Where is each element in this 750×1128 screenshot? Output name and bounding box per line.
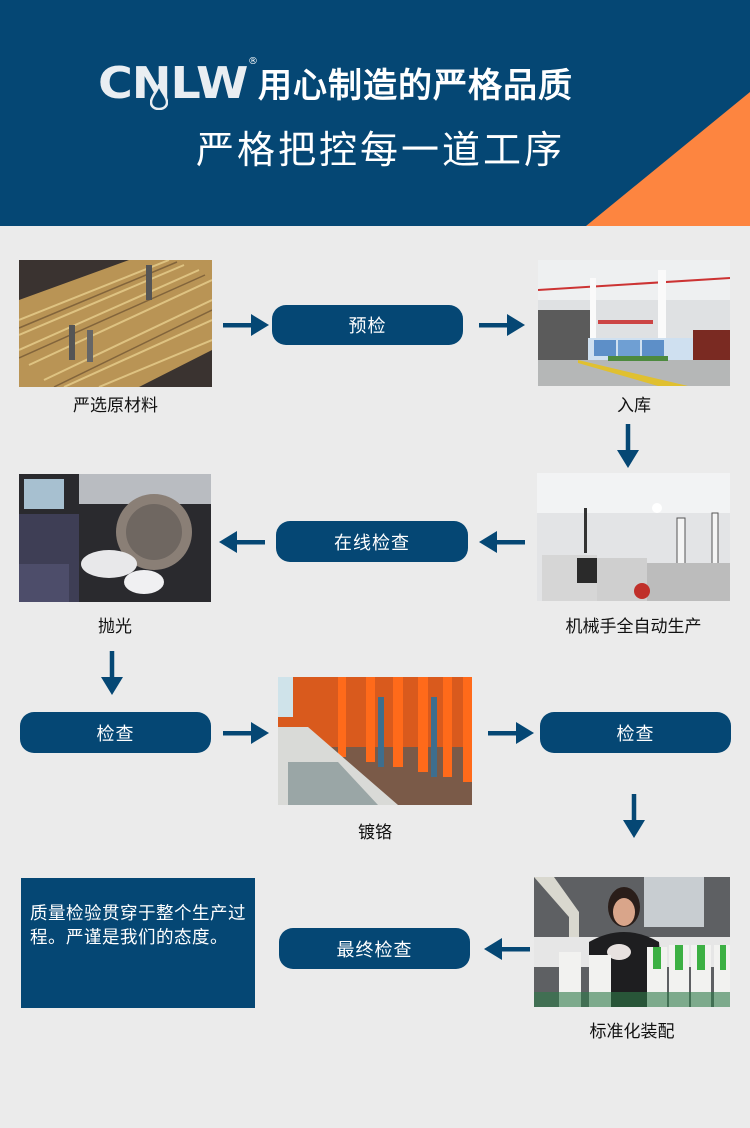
arrow-right-icon: [223, 314, 269, 336]
caption-robot-production: 机械手全自动生产: [565, 617, 702, 637]
arrow-left-icon: [479, 531, 525, 553]
registered-mark: ®: [248, 56, 258, 67]
arrow-down-icon: [623, 794, 645, 838]
arrow-right-icon: [223, 722, 269, 744]
arrow-down-icon: [101, 651, 123, 695]
caption-chrome-plating: 镀铬: [358, 823, 392, 843]
step-inspection-2: 检查: [540, 712, 731, 753]
quality-statement-box: 质量检验贯穿于整个生产过程。严谨是我们的态度。: [21, 878, 255, 1008]
water-drop-icon: [150, 84, 168, 110]
arrow-left-icon: [219, 531, 265, 553]
polishing-photo: [19, 474, 211, 602]
arrow-right-icon: [488, 722, 534, 744]
headline: 用心制造的严格品质: [258, 66, 573, 106]
step-online-inspection: 在线检查: [276, 521, 468, 562]
orange-corner-accent: [586, 92, 750, 226]
brand-logo: CNLW: [98, 58, 248, 109]
robot-production-photo: [537, 473, 730, 601]
raw-material-photo: [19, 260, 212, 387]
arrow-right-icon: [479, 314, 525, 336]
subheadline: 严格把控每一道工序: [196, 128, 566, 172]
caption-raw-material: 严选原材料: [73, 396, 158, 416]
caption-warehousing: 入库: [617, 396, 651, 416]
arrow-left-icon: [484, 938, 530, 960]
step-final-inspection: 最终检查: [279, 928, 470, 969]
caption-polishing: 抛光: [98, 617, 132, 637]
warehouse-photo: [538, 260, 730, 386]
header-banner: CNLW ® 用心制造的严格品质 严格把控每一道工序: [0, 0, 750, 226]
step-inspection-1: 检查: [20, 712, 211, 753]
step-pre-inspection: 预检: [272, 305, 463, 345]
assembly-photo: [534, 877, 730, 1007]
caption-assembly: 标准化装配: [589, 1022, 675, 1042]
chrome-plating-photo: [278, 677, 472, 805]
arrow-down-icon: [617, 424, 639, 468]
